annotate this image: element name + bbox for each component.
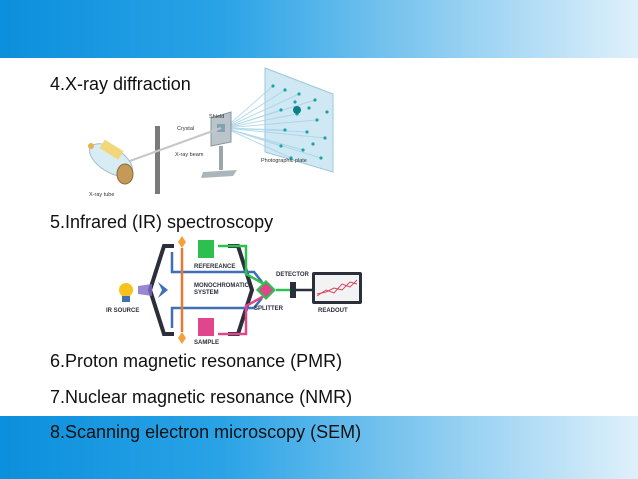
label-detector: DETECTOR bbox=[276, 272, 310, 278]
footer-band bbox=[0, 416, 638, 479]
monochromator bbox=[158, 282, 168, 298]
label-ir-source: IR SOURCE bbox=[106, 308, 139, 314]
list-item-xray-diffraction: 4.X-ray diffraction bbox=[50, 74, 191, 94]
label-splitter: SPLITTER bbox=[254, 306, 284, 312]
reference-cell bbox=[198, 240, 214, 258]
list-item-nmr: 7.Nuclear magnetic resonance (NMR) bbox=[50, 387, 353, 407]
diffraction-spots bbox=[271, 84, 329, 160]
ir-spectroscopy-diagram: REFEREANCE MONOCHROMATIC SYSTEM DETECTOR… bbox=[106, 236, 362, 346]
list-item-ir-spectroscopy: 5.Infrared (IR) spectroscopy bbox=[50, 212, 274, 232]
label-readout: READOUT bbox=[318, 308, 348, 314]
label-monochromatic: MONOCHROMATIC bbox=[194, 283, 250, 289]
list-item-sem: 8.Scanning electron microscopy (SEM) bbox=[50, 422, 362, 442]
beam-paths bbox=[170, 244, 312, 336]
header-band bbox=[0, 0, 638, 58]
readout bbox=[312, 272, 362, 304]
xray-beam bbox=[126, 127, 222, 163]
label-xray-tube: X-ray tube bbox=[89, 192, 114, 198]
xray-tube bbox=[88, 139, 134, 185]
splitter bbox=[256, 280, 276, 300]
label-reference: REFEREANCE bbox=[194, 264, 235, 270]
label-shield: Shield bbox=[209, 114, 224, 120]
sample-cell bbox=[198, 318, 214, 336]
label-photographic-plate: Photographic plate bbox=[261, 158, 307, 164]
diffraction-beams bbox=[224, 85, 326, 159]
label-system: SYSTEM bbox=[194, 290, 219, 296]
label-xray-beam: X-ray beam bbox=[175, 152, 204, 158]
xray-diffraction-diagram: Shield Crystal X-ray beam Photographic p… bbox=[88, 67, 334, 198]
detector bbox=[290, 282, 296, 298]
photographic-plate bbox=[264, 67, 334, 173]
mirror-bottom bbox=[178, 332, 186, 344]
mirror-top bbox=[178, 236, 186, 248]
list-item-pmr: 6.Proton magnetic resonance (PMR) bbox=[50, 351, 343, 371]
ir-source-bulb bbox=[119, 283, 152, 302]
label-sample: SAMPLE bbox=[194, 340, 219, 346]
label-crystal: Crystal bbox=[177, 126, 194, 132]
slit bbox=[155, 126, 160, 194]
